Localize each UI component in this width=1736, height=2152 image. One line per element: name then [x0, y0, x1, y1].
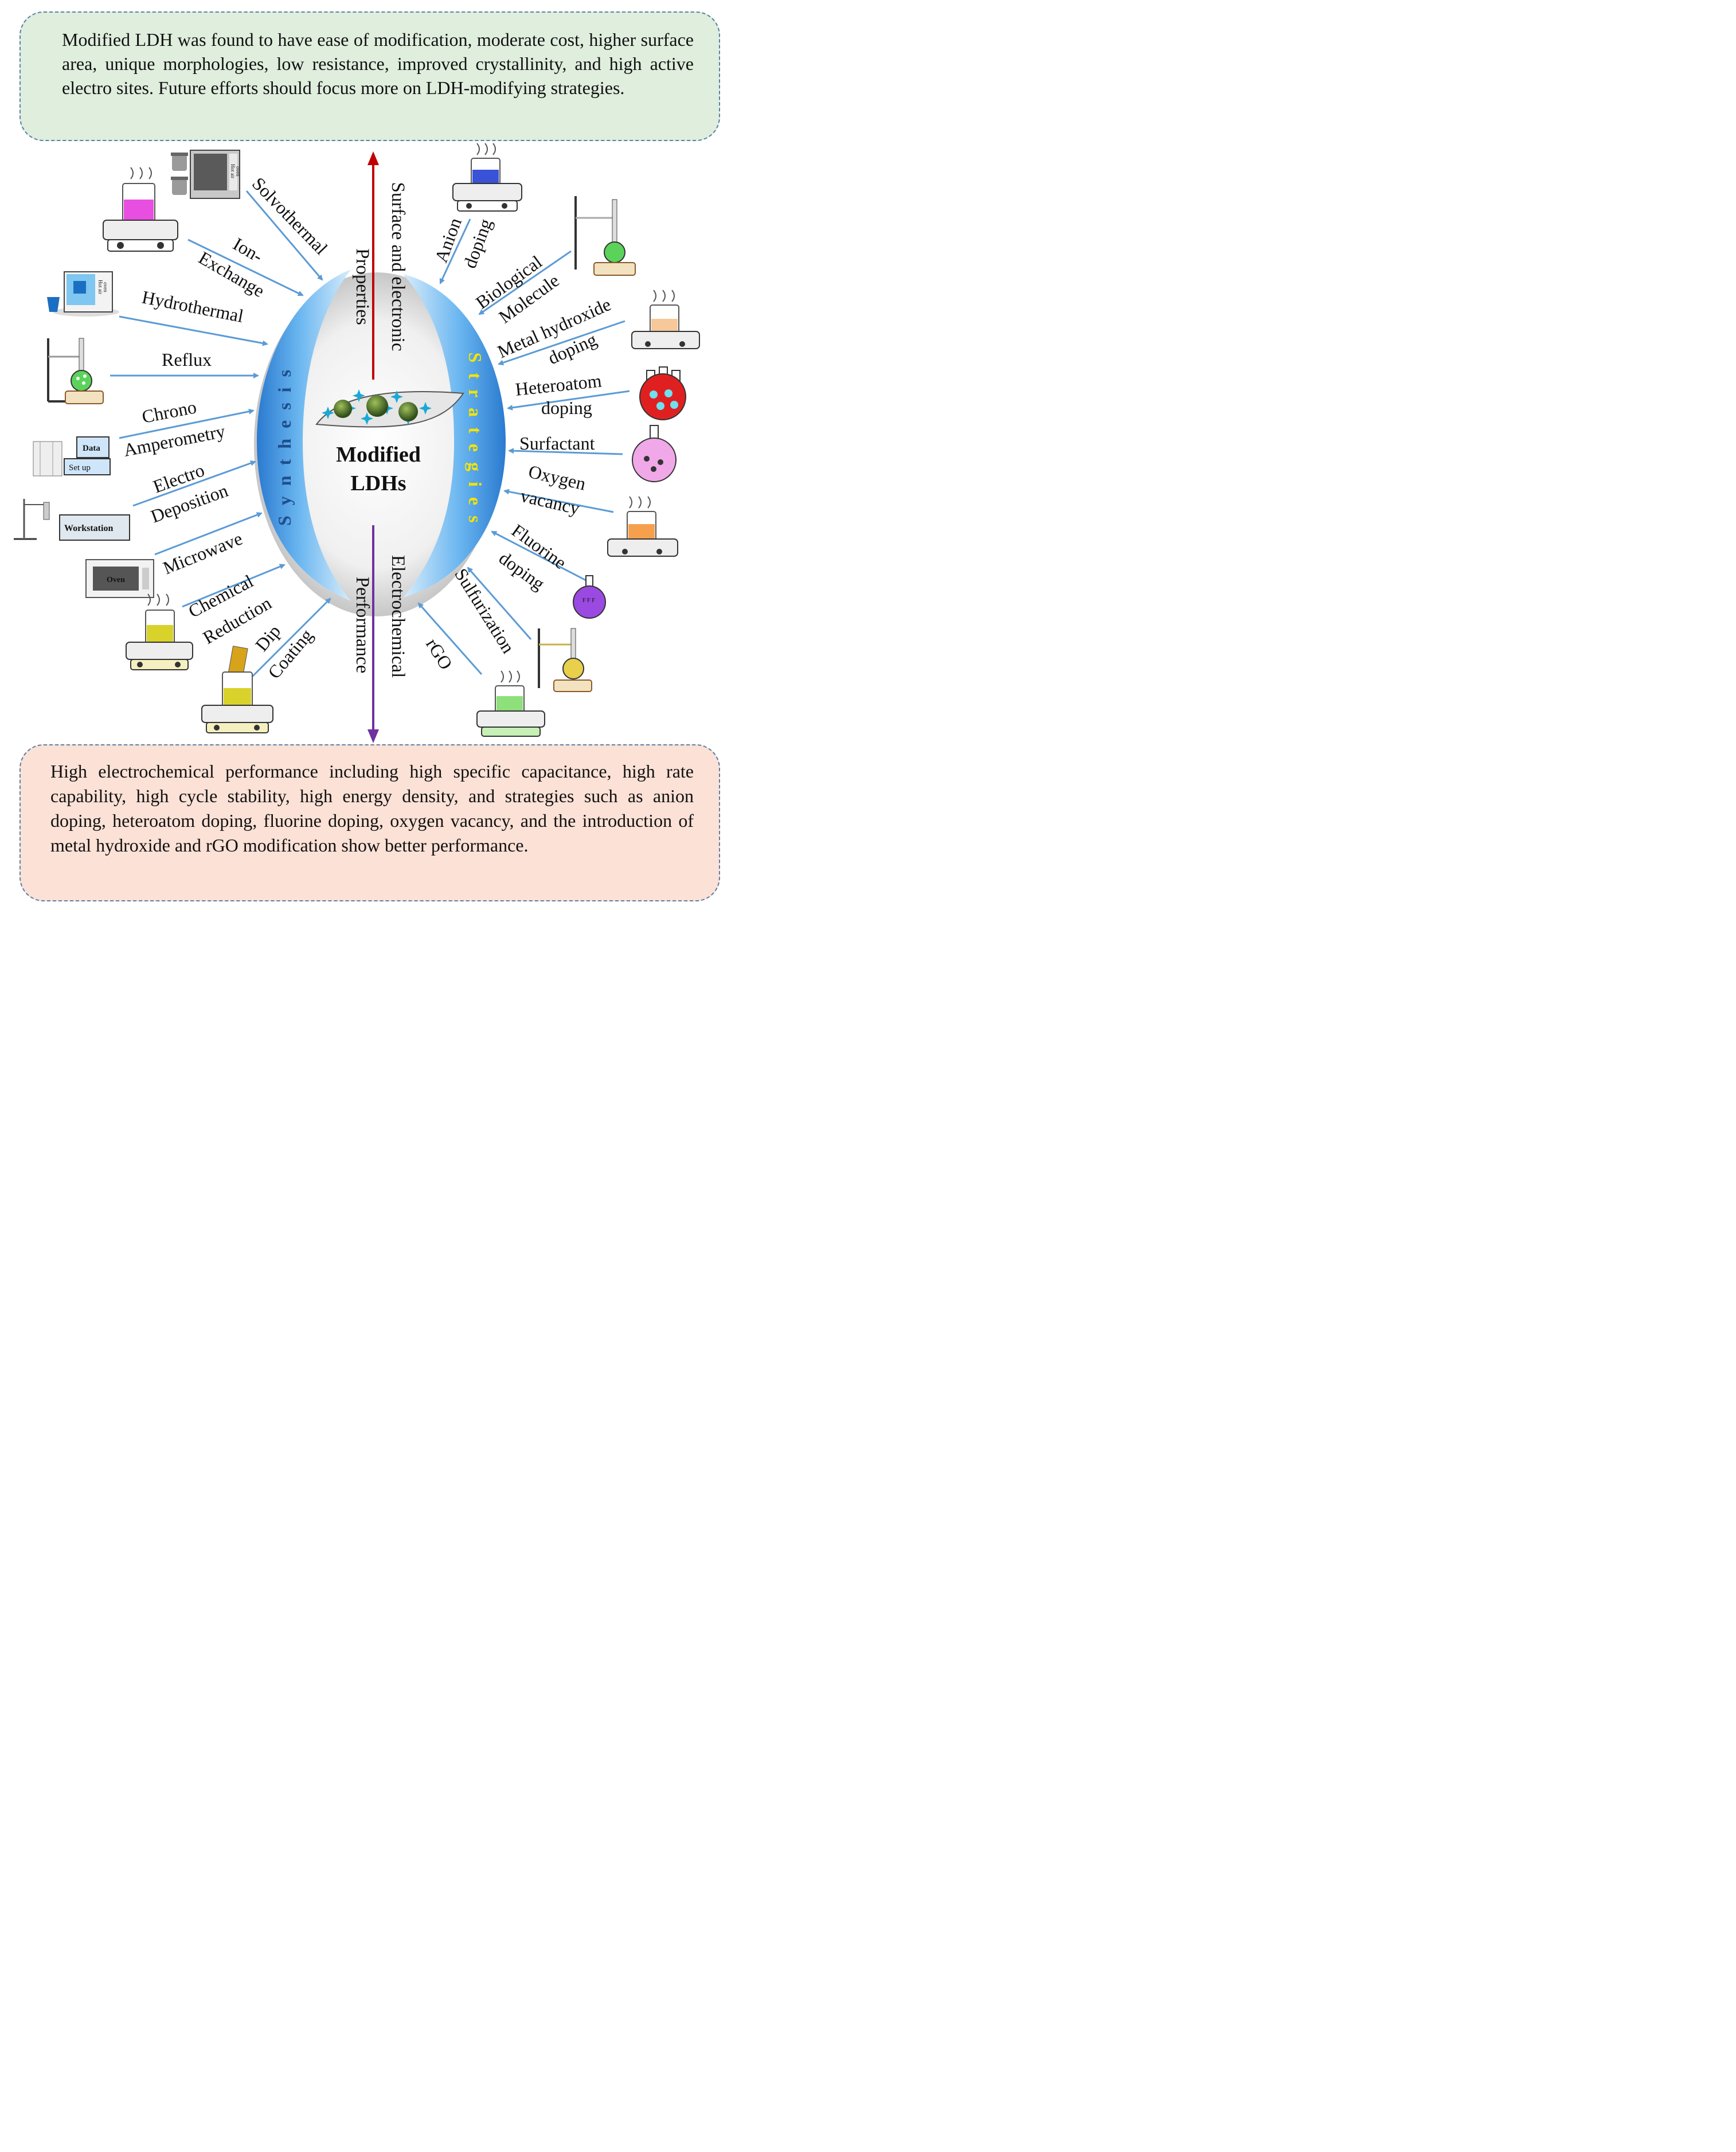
hot-air-oven-icon: Hot air oven	[171, 150, 241, 199]
arrow-sulfurization	[467, 567, 532, 640]
label-heteroatom-2: doping	[541, 397, 592, 418]
dip-coating-icon	[201, 646, 273, 733]
arrow-solvothermal	[245, 190, 323, 281]
arrow-ion-exchange	[187, 239, 304, 296]
central-lens	[254, 270, 506, 616]
fluorine-flask-icon: F F F	[573, 575, 606, 619]
arrow-microwave	[154, 512, 263, 556]
arrow-fluorine	[491, 530, 587, 581]
summary-box-bottom: High electrochemical performance includi…	[19, 744, 720, 901]
up-axis-line2: Properties	[352, 248, 373, 325]
microwave-oven-icon: Oven	[85, 559, 154, 598]
strategies-lens	[403, 274, 506, 597]
arrow-surfactant	[508, 448, 623, 455]
setup-label: Set up	[69, 463, 91, 472]
arrow-chemical	[182, 564, 286, 608]
hydrothermal-oven-icon: Hot air oven	[47, 271, 119, 317]
arrow-electro	[132, 460, 256, 507]
label-surfactant: Surfactant	[519, 433, 595, 454]
data-setup-icon: Data Set up	[33, 436, 111, 477]
hotplate-beaker-icon-pink	[103, 167, 178, 252]
center-title-line2: LDHs	[350, 471, 406, 495]
down-axis-line2: Performance	[352, 577, 373, 674]
three-neck-flask-icon	[639, 366, 686, 420]
center-title-line1: Modified	[336, 443, 421, 467]
arrow-anion	[439, 218, 471, 284]
arrow-heteroatom	[507, 390, 630, 411]
label-heteroatom-1: Heteroatom	[514, 370, 603, 400]
hydrothermal-oven-label-2: oven	[103, 282, 108, 292]
hotplate-beaker-icon-green	[476, 670, 545, 737]
label-hydrothermal: Hydrothermal	[140, 287, 245, 327]
label-ion-exchange-1: Ion-	[230, 233, 267, 267]
fluorine-symbol: F F F	[582, 597, 595, 604]
hot-air-oven-label-2: oven	[235, 166, 241, 177]
data-label: Data	[83, 444, 100, 453]
synthesis-label: Synthesis	[274, 360, 295, 526]
label-chrono-1: Chrono	[140, 396, 198, 427]
summary-text-top: Modified LDH was found to have ease of m…	[62, 29, 694, 98]
label-sulfurization: Sulfurization	[451, 565, 519, 657]
up-axis-line1: Surface and electronic	[388, 182, 408, 351]
ldh-illustration	[315, 389, 464, 428]
arrow-chrono	[119, 408, 255, 439]
arrow-metal-hydroxide	[498, 320, 625, 366]
synthesis-arrows	[110, 190, 331, 678]
strategies-label: Strategies	[465, 352, 486, 533]
arrow-oxygen	[503, 489, 614, 513]
summary-box-top: Modified LDH was found to have ease of m…	[19, 11, 720, 141]
arrow-dip	[251, 597, 331, 678]
hotplate-beaker-icon-blue	[452, 143, 522, 212]
arrow-hydrothermal	[119, 315, 268, 346]
arrow-biological	[478, 250, 572, 315]
center-ellipse	[254, 272, 499, 616]
hotplate-beaker-icon-orange-2	[607, 496, 678, 557]
reflux-green-icon	[574, 196, 636, 276]
hot-air-oven-label-1: Hot air	[230, 164, 236, 178]
workstation-label: Workstation	[64, 524, 113, 533]
synthesis-lens	[257, 270, 351, 601]
down-axis-line1: Electrochemical	[388, 555, 408, 678]
arrow-rgo	[417, 602, 483, 675]
ldh-diagram: Modified LDHs Synthesis Strategies Surfa…	[14, 143, 700, 743]
surfactant-flask-icon	[632, 425, 677, 482]
hotplate-beaker-icon-yellow	[126, 593, 193, 670]
hotplate-beaker-icon-orange	[631, 290, 700, 349]
reflux-apparatus-icon	[47, 338, 104, 404]
oven-label: Oven	[107, 576, 125, 584]
label-reflux: Reflux	[162, 349, 212, 370]
hydrothermal-oven-label-1: Hot air	[97, 280, 103, 294]
summary-text-bottom: High electrochemical performance includi…	[50, 761, 694, 856]
strategy-arrows	[417, 218, 630, 675]
reflux-yellow-icon	[538, 628, 592, 692]
workstation-icon: Workstation	[14, 499, 130, 541]
